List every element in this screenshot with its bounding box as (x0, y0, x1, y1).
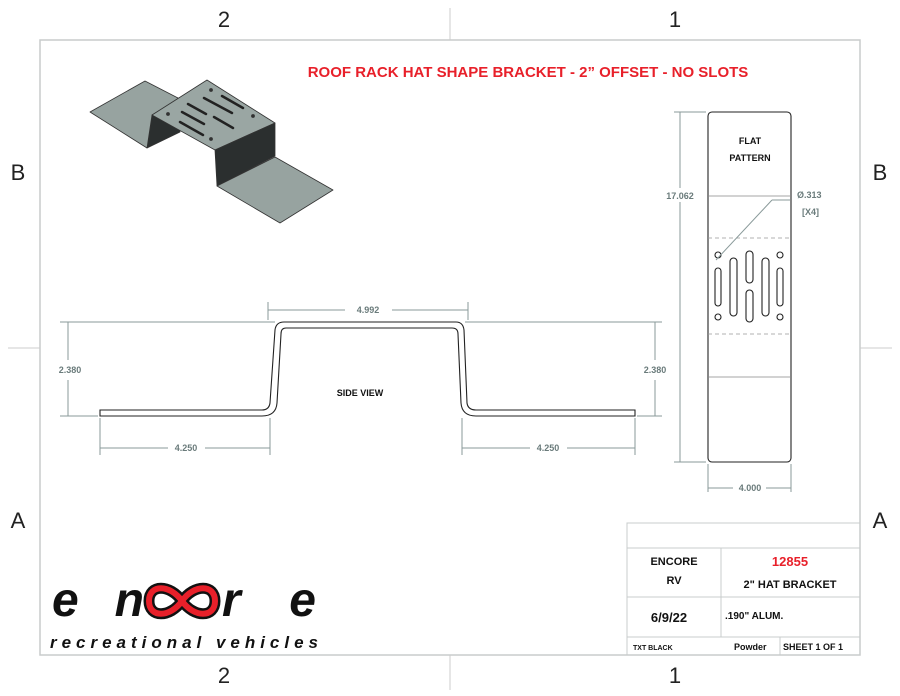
company-name: RV (666, 575, 682, 587)
hole-callout: Ø.313 (797, 190, 822, 200)
leader-line (715, 199, 773, 261)
dimension-flange-left: 4.250 (175, 443, 198, 453)
logo-lettering: en (52, 574, 144, 627)
flat-pattern-view: FLAT PATTERN 17.062 4.000 Ø.313 [X4] (665, 111, 823, 495)
sheet-number: SHEET 1 OF 1 (783, 642, 843, 652)
material: .190" ALUM. (725, 611, 783, 622)
hole-count: [X4] (802, 207, 819, 217)
side-view-label: SIDE VIEW (337, 388, 384, 398)
finish: Powder (734, 642, 767, 652)
drawing-date: 6/9/22 (651, 610, 687, 625)
flat-pattern-label: PATTERN (729, 153, 770, 163)
zone-label: 1 (669, 663, 681, 688)
encore-logo: en re recreational vehicles (50, 574, 318, 652)
company-name: ENCORE (650, 556, 697, 568)
zone-label: 2 (218, 7, 230, 32)
side-view: 4.992 2.380 2.380 4.250 4.250 SIDE VIEW (57, 302, 668, 455)
dimension-width: 4.000 (739, 483, 762, 493)
title-block (626, 522, 861, 656)
logo-tagline: recreational vehicles (50, 633, 318, 652)
color-spec: TXT BLACK (633, 645, 673, 652)
zone-label: A (11, 508, 26, 533)
dimension-flange-right: 4.250 (537, 443, 560, 453)
dimension-height-right: 2.380 (644, 365, 667, 375)
infinity-logo-icon (143, 582, 221, 620)
drawing-title: ROOF RACK HAT SHAPE BRACKET - 2” OFFSET … (308, 64, 749, 81)
flat-pattern-outline (707, 111, 792, 463)
dimension-length: 17.062 (666, 191, 694, 201)
zone-label: A (873, 508, 888, 533)
part-number: 12855 (772, 554, 808, 569)
logo-lettering: re (222, 574, 316, 627)
dimension-height-left: 2.380 (59, 365, 82, 375)
zone-label: 2 (218, 663, 230, 688)
isometric-view (89, 79, 334, 224)
zone-label: B (873, 160, 888, 185)
part-name: 2" HAT BRACKET (743, 579, 836, 591)
zone-label: 1 (669, 7, 681, 32)
zone-label: B (11, 160, 26, 185)
dimension-top-width: 4.992 (357, 305, 380, 315)
flat-pattern-label: FLAT (739, 136, 762, 146)
bracket-profile (99, 321, 636, 417)
